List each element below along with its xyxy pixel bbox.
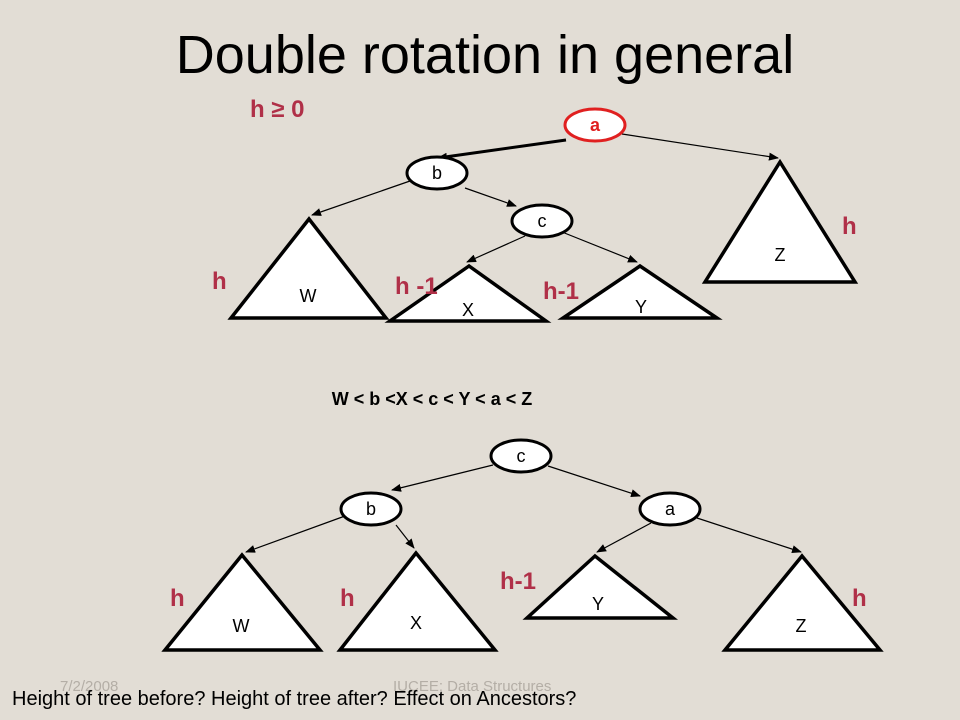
- node-after-b: b: [339, 491, 403, 527]
- subtree-after-z-label: Z: [796, 616, 807, 636]
- slide-title: Double rotation in general: [175, 25, 795, 85]
- edge-c-a: [547, 465, 641, 498]
- subtree-after-x-label: X: [410, 613, 422, 633]
- node-before-b: b: [405, 155, 469, 191]
- key-ordering: W < b <X < c < Y < a < Z: [332, 389, 532, 409]
- height-before-y: h-1: [543, 278, 579, 305]
- edge-b-w: [311, 180, 411, 216]
- node-after-b-label: b: [366, 499, 376, 519]
- height-after-z: h: [852, 585, 867, 612]
- edge-a-z: [621, 133, 779, 161]
- edge-c-x: [466, 235, 526, 263]
- node-before-a-label: a: [590, 115, 601, 135]
- subtree-after-y-label: Y: [592, 594, 604, 614]
- edge-b-w-after: [245, 515, 346, 553]
- edge-b-x-after: [395, 524, 415, 549]
- height-after-x: h: [340, 585, 355, 612]
- subtree-before-z-label: Z: [775, 245, 786, 265]
- edge-c-y: [561, 231, 638, 263]
- node-after-a-label: a: [665, 499, 676, 519]
- subtree-after-x: X: [336, 550, 499, 652]
- node-before-c-label: c: [538, 211, 547, 231]
- subtree-before-z: Z: [701, 158, 859, 284]
- subtree-after-w-label: W: [233, 616, 250, 636]
- footer-date: 7/2/2008: [60, 678, 119, 695]
- node-after-c-label: c: [517, 446, 526, 466]
- height-before-w: h: [212, 268, 227, 295]
- edge-c-b: [391, 464, 494, 492]
- subtree-after-z: Z: [721, 553, 884, 652]
- subtree-after-w: W: [161, 552, 324, 652]
- height-after-w: h: [170, 585, 185, 612]
- subtree-before-x-label: X: [462, 300, 474, 320]
- node-after-a: a: [638, 491, 702, 527]
- height-before-x: h -1: [395, 273, 438, 300]
- subtree-after-y: Y: [522, 553, 679, 620]
- tree-before: a b c W X Y: [212, 107, 859, 323]
- height-after-y: h-1: [500, 568, 536, 595]
- height-before-z: h: [842, 213, 857, 240]
- node-after-c: c: [489, 438, 553, 474]
- height-condition: h ≥ 0: [250, 96, 305, 123]
- node-before-c: c: [510, 203, 574, 239]
- subtree-before-w-label: W: [300, 286, 317, 306]
- subtree-before-x: X: [384, 263, 552, 323]
- tree-after: c b a W X Y: [161, 438, 884, 652]
- subtree-before-y-label: Y: [635, 297, 647, 317]
- edge-b-c: [464, 187, 517, 207]
- node-before-b-label: b: [432, 163, 442, 183]
- edge-a-b: [437, 138, 567, 161]
- edge-a-y-after: [596, 522, 652, 553]
- subtree-before-w: W: [227, 216, 390, 320]
- node-before-a: a: [563, 107, 627, 143]
- edge-a-z-after: [696, 517, 802, 554]
- subtree-before-y: Y: [557, 263, 723, 320]
- question-text: Height of tree before? Height of tree af…: [12, 688, 577, 710]
- footer-course: IUCEE: Data Structures: [393, 678, 552, 695]
